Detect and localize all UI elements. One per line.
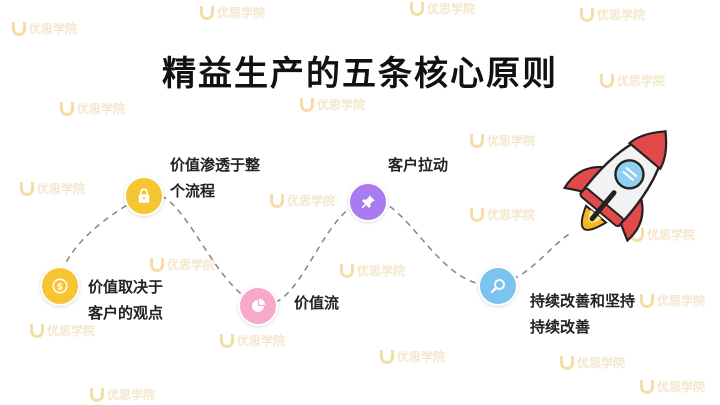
rocket-fin-left <box>562 165 608 194</box>
step-label-continuous-improvement: 持续改善和坚持持续改善 <box>530 292 636 336</box>
dollar-coin-icon: $ <box>52 278 68 294</box>
step-node-whole-process <box>124 176 164 216</box>
lock-icon <box>138 188 150 203</box>
page-title: 精益生产的五条核心原则 <box>162 54 558 94</box>
rocket-icon <box>562 130 668 243</box>
step-label-customer-value: 价值取决于客户的观点 <box>88 278 164 322</box>
svg-text:$: $ <box>57 282 63 292</box>
pie-chart-icon <box>252 298 266 312</box>
step-node-continuous-improvement <box>478 266 518 306</box>
magnifier-icon <box>490 279 505 294</box>
step-node-value-stream <box>238 286 278 326</box>
rocket-window <box>614 159 645 190</box>
step-label-whole-process: 价值渗透于整个流程 <box>170 156 261 200</box>
rocket-fin-right <box>616 194 644 243</box>
step-label-customer-pull: 客户拉动 <box>388 156 449 174</box>
step-node-customer-value: $ <box>40 266 80 306</box>
rocket-nose <box>627 130 668 171</box>
rocket-center-fin <box>589 190 617 222</box>
step-label-value-stream: 价值流 <box>294 294 340 312</box>
step-node-customer-pull <box>348 182 388 222</box>
pushpin-icon <box>361 195 375 209</box>
